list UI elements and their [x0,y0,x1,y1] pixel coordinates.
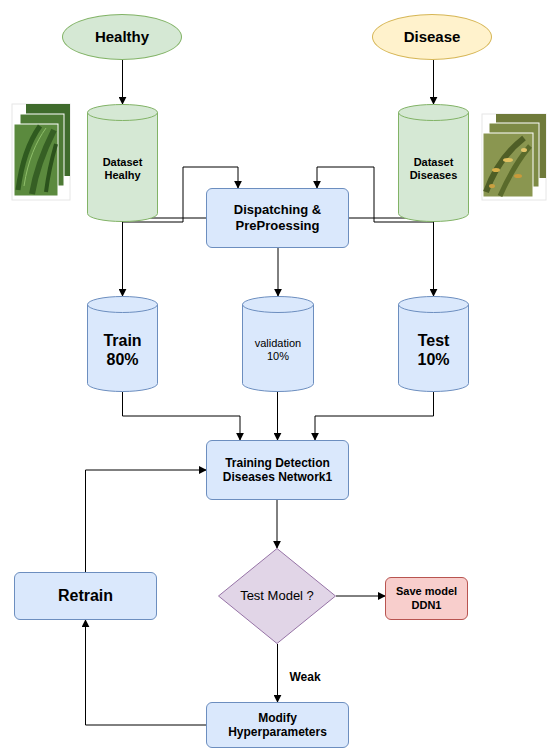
node-label: Train 80% [91,331,154,369]
diseased-leaf-image [482,114,546,200]
class-ellipse: Disease [372,14,492,60]
cylinder-rim [88,113,158,121]
process-box: Retrain [14,572,157,620]
flow-arrow [433,60,434,104]
node-label: Healthy [95,28,149,46]
text-area: Dataset Healhy [87,104,158,222]
flow-arrow [122,60,123,104]
flow-arrow [277,392,278,440]
node-label: Dispatching & PreProessing [212,202,343,233]
flow-arrow [123,218,207,296]
text-area: validation 10% [242,296,314,392]
node-label: Retrain [58,586,113,605]
flow-arrow [278,248,279,296]
dataset-cylinder: Dataset Diseases [398,104,469,222]
cylinder-rim [88,305,158,313]
node-label: Dataset Healhy [91,156,154,182]
text-area: Modify Hyperparameters [207,703,348,747]
text-area: Test Model ? [218,548,336,644]
process-box: Modify Hyperparameters [206,702,349,748]
flow-arrow [336,596,385,597]
output-box: Save model DDN1 [385,577,468,620]
decision-diamond: Test Model ? [218,548,336,644]
text-area: Disease [373,15,491,59]
cylinder-rim [399,113,469,121]
text-area: Test 10% [398,296,469,392]
flow-arrow [315,392,434,440]
cylinder-body [399,105,469,222]
edge-label: Weak [288,670,323,684]
node-label: Disease [404,28,461,46]
node-label: Test 10% [402,331,465,369]
text-area: Training Detection Diseases Network1 [207,441,348,499]
flow-arrow [277,644,278,702]
cylinder-body [243,297,314,392]
node-label: validation 10% [246,337,310,363]
text-area: Healthy [63,15,181,59]
text-area: Dataset Diseases [398,104,469,222]
cylinder-body [399,297,469,392]
healthy-leaf-image [12,104,70,200]
node-label: Dataset Diseases [402,156,465,182]
diamond-shape [219,549,336,644]
cylinder-body [88,297,158,392]
flow-arrow [86,470,207,572]
class-ellipse: Healthy [62,14,182,60]
dataset-cylinder: Dataset Healhy [87,104,158,222]
flow-arrow [277,500,278,548]
node-label: Training Detection Diseases Network1 [212,456,343,485]
process-box: Dispatching & PreProessing [206,188,349,248]
cylinder-rim [243,305,314,313]
node-label: Test Model ? [240,588,314,604]
flow-arrow [86,620,207,725]
node-label: Save model DDN1 [391,585,462,611]
cylinder-body [88,105,158,222]
text-area: Save model DDN1 [386,578,467,619]
text-area: Train 80% [87,296,158,392]
split-cylinder: Test 10% [398,296,469,392]
split-cylinder: Train 80% [87,296,158,392]
flow-arrow [123,392,241,440]
text-area: Dispatching & PreProessing [207,189,348,247]
flow-arrow [349,218,434,296]
text-area: Retrain [15,573,156,619]
cylinder-rim [399,305,469,313]
split-cylinder: validation 10% [242,296,314,392]
process-box: Training Detection Diseases Network1 [206,440,349,500]
node-label: Modify Hyperparameters [212,711,343,740]
